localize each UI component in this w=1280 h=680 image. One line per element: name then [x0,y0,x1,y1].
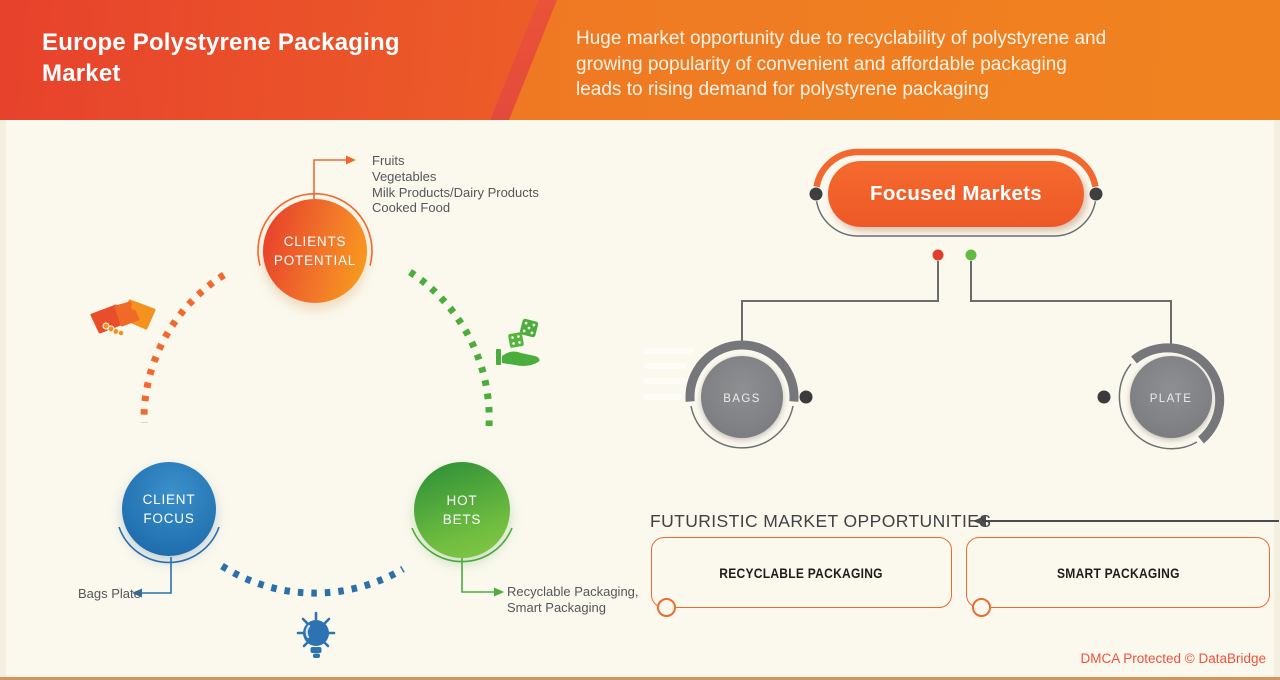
dmca-notice: DMCA Protected © DataBridge [1080,651,1266,666]
hot-bets-note: Recyclable Packaging, Smart Packaging [507,584,639,616]
focused-markets-pill: Focused Markets [828,161,1084,227]
list-item: Recyclable Packaging, [507,584,639,599]
client-focus-arc [118,526,220,564]
plate-branch-line [970,261,1172,346]
lightbulb-icon [296,611,336,658]
list-item: Smart Packaging [507,599,606,615]
connector-dot [809,187,823,201]
opportunities-heading: FUTURISTIC MARKET OPPORTUNITIES [650,511,992,531]
bags-node: BAGS [685,340,813,449]
client-focus-bubble: CLIENT FOCUS [122,462,216,556]
bubble-label: BETS [442,512,482,527]
right-edge-strip [1274,120,1280,677]
plate-marker-dot [965,249,977,261]
page-title: Europe Polystyrene Packaging Market [42,29,400,87]
bags-label: BAGS [723,393,761,405]
opportunities-arrow [973,515,1279,527]
bubble-label: FOCUS [143,511,195,526]
handshake-icon [90,299,156,337]
client-focus-connector [132,557,172,598]
clients-potential-connector [313,155,356,199]
hot-bets-connector [461,558,504,597]
box-corner-ring-icon [972,598,991,617]
plate-label: PLATE [1150,393,1193,405]
opportunity-box-smart: SMART PACKAGING [966,537,1270,608]
subtitle-line: Huge market opportunity due to recyclabi… [576,28,1107,49]
bags-marker-dot [932,249,944,261]
opportunity-label: RECYCLABLE PACKAGING [719,564,884,581]
box-corner-ring-icon [657,598,676,617]
list-item: Milk Products/Dairy Products [372,184,539,200]
decor-streaks [644,348,698,400]
bubble-label: CLIENT [142,492,196,507]
bubble-label: POTENTIAL [273,253,357,268]
dotted-arc-green [408,269,493,428]
list-item: Fruits [372,153,405,168]
arrow-right-icon [494,587,504,597]
subtitle-line: growing popularity of convenient and aff… [576,53,1067,75]
bags-branch-line [741,261,939,346]
clients-potential-bubble: CLIENTS POTENTIAL [263,199,367,303]
clients-potential-arc [257,192,373,266]
plate-node: PLATE [1097,343,1225,450]
subtitle-line: leads to rising demand for polystyrene p… [576,79,989,100]
focused-markets-outline [809,148,1103,237]
dotted-arc-orange [140,272,226,424]
arrow-left-icon [132,588,142,598]
left-edge-strip [0,120,6,677]
infographic-body: BAGS PLATE [0,120,1280,677]
hot-bets-bubble: HOT BETS [414,462,510,558]
header-banner: Europe Polystyrene Packaging Market Huge… [0,0,1280,120]
connector-dot [1089,187,1103,201]
dotted-arc-blue [220,563,405,597]
connector-dot [1097,390,1111,404]
connector-dot [799,390,813,404]
list-item: Vegetables [372,168,437,184]
bubble-label: HOT [446,493,478,508]
opportunity-label: SMART PACKAGING [1056,564,1180,581]
hand-with-dice-icon [496,318,540,366]
bottom-border-line [0,677,1280,680]
arrow-left-icon [973,515,986,527]
header-subtitle: Huge market opportunity due to recyclabi… [576,26,1256,103]
arrow-right-icon [346,155,356,165]
list-item: Cooked Food [372,200,451,216]
opportunity-box-recyclable: RECYCLABLE PACKAGING [651,537,952,608]
diagram-graphics: BAGS PLATE [90,148,1279,658]
bubble-label: CLIENTS [283,234,347,249]
client-focus-note: Bags Plate [78,586,141,601]
header-gradient-wedge [0,0,538,120]
clients-potential-items: Fruits Vegetables Milk Products/Dairy Pr… [372,153,539,216]
